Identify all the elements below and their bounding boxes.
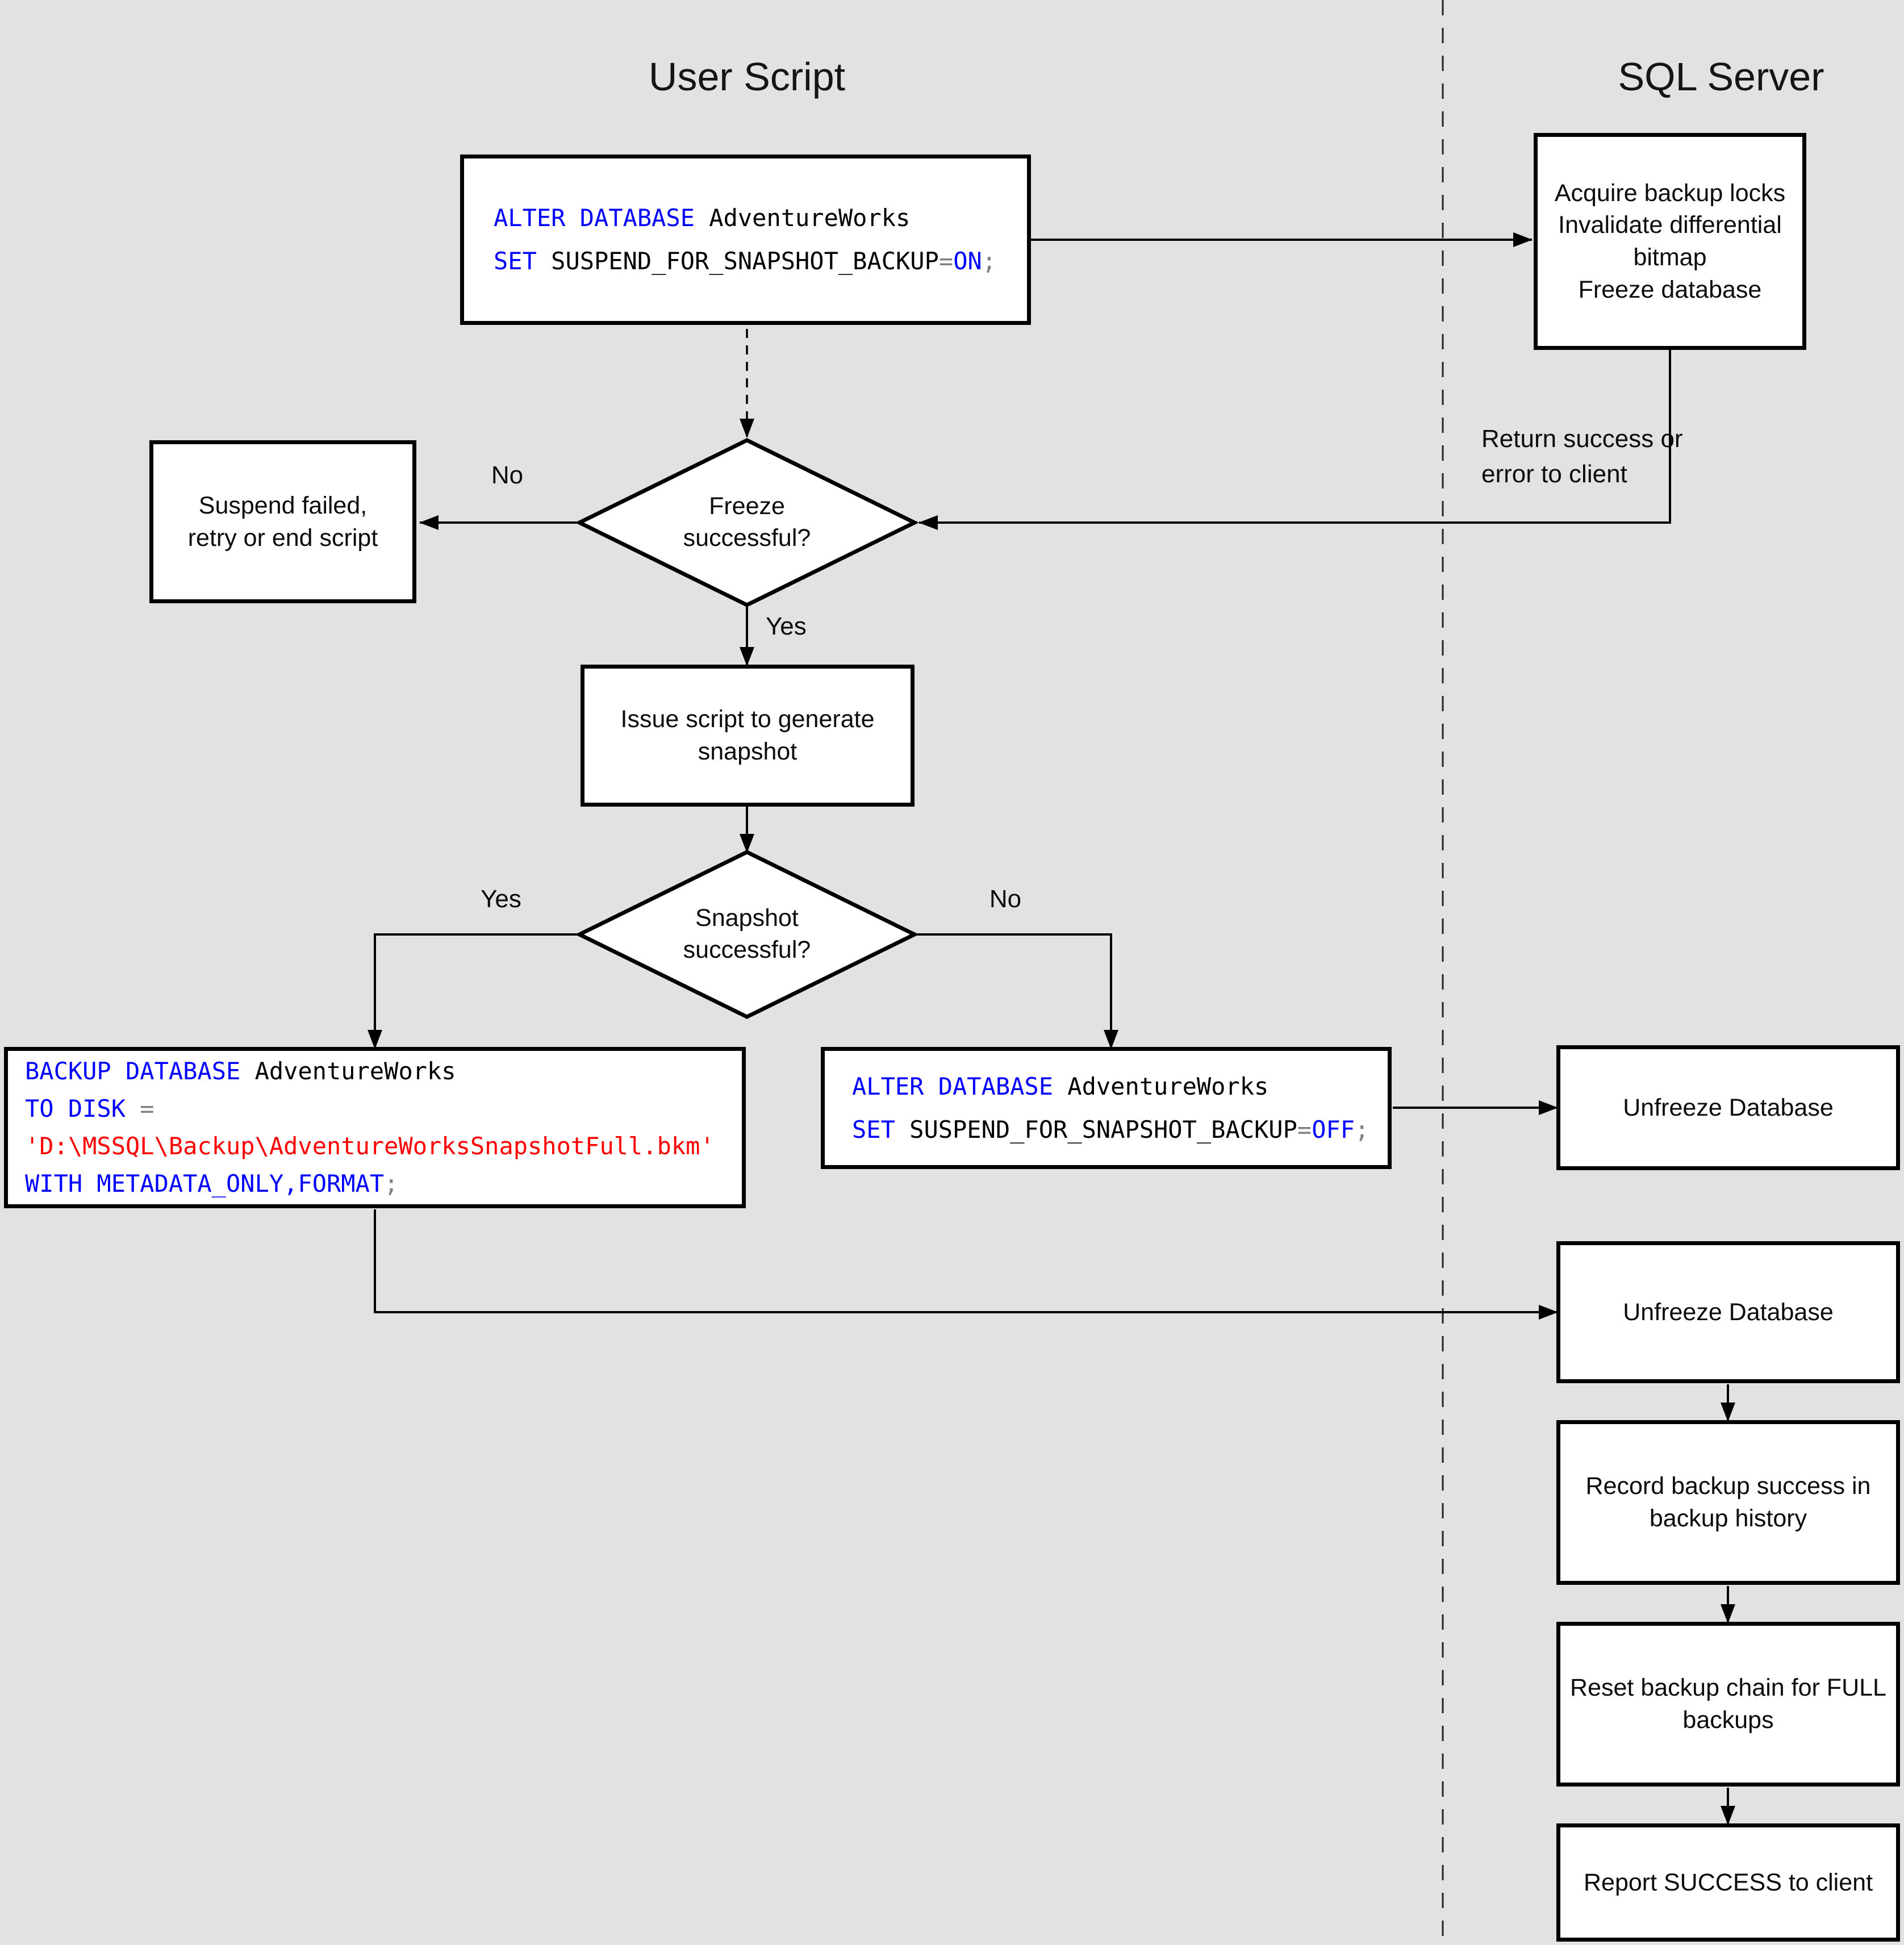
node-issue-script-label: Issue script to generate snapshot	[620, 706, 875, 765]
edge-snapshot-no-to-alter-off	[915, 933, 1118, 1049]
node-suspend-failed: Suspend failed, retry or end script	[149, 440, 416, 603]
sql-identifier: SUSPEND_FOR_SNAPSHOT_BACKUP	[909, 1115, 1297, 1143]
node-reset-chain-label: Reset backup chain for FULL backups	[1570, 1674, 1886, 1734]
sql-identifier: AdventureWorks	[254, 1057, 456, 1085]
sql-keyword: ALTER DATABASE	[852, 1072, 1068, 1100]
code-line: SET SUSPEND_FOR_SNAPSHOT_BACKUP=ON;	[494, 240, 996, 283]
node-report-success-label: Report SUCCESS to client	[1583, 1868, 1873, 1896]
code-line: ALTER DATABASE AdventureWorks	[494, 197, 996, 240]
sql-keyword: SET	[494, 247, 552, 275]
snapshot-decision-label: Snapshot successful?	[683, 904, 811, 963]
sql-operator: ;	[384, 1170, 399, 1197]
edge-label-return-note: Return success or error to client	[1481, 425, 1683, 488]
node-unfreeze-db-2: Unfreeze Database	[1556, 1241, 1900, 1383]
sql-keyword: ON	[953, 247, 982, 275]
lane-title-sql-server: SQL Server	[1618, 55, 1824, 99]
edge-label-freeze-yes: Yes	[766, 612, 807, 640]
node-unfreeze-db-2-label: Unfreeze Database	[1623, 1298, 1834, 1326]
sql-keyword: TO DISK	[25, 1095, 140, 1122]
node-unfreeze-db-1: Unfreeze Database	[1556, 1045, 1900, 1170]
sql-keyword: SET	[852, 1115, 910, 1143]
node-suspend-failed-label: Suspend failed, retry or end script	[187, 491, 378, 552]
sql-identifier: AdventureWorks	[1067, 1072, 1269, 1100]
node-acquire-freeze: Acquire backup locks Invalidate differen…	[1534, 133, 1806, 350]
node-record-history: Record backup success in backup history	[1556, 1420, 1900, 1585]
sql-string: 'D:\MSSQL\Backup\AdventureWorksSnapshotF…	[25, 1132, 715, 1160]
edge-backup-to-unfreeze2	[374, 1209, 1558, 1320]
code-line: SET SUSPEND_FOR_SNAPSHOT_BACKUP=OFF;	[852, 1108, 1369, 1151]
node-report-success: Report SUCCESS to client	[1556, 1823, 1900, 1942]
edge-label-freeze-no: No	[491, 461, 524, 489]
node-issue-script: Issue script to generate snapshot	[581, 665, 915, 807]
sql-operator: ;	[1355, 1115, 1369, 1143]
edge-snapshot-yes-to-backup	[368, 933, 579, 1049]
sql-keyword: ALTER DATABASE	[494, 204, 709, 232]
edge-label-snapshot-no: No	[989, 885, 1022, 913]
sql-identifier: SUSPEND_FOR_SNAPSHOT_BACKUP	[551, 247, 939, 275]
node-unfreeze-db-1-label: Unfreeze Database	[1623, 1093, 1834, 1121]
sql-operator: =	[140, 1095, 155, 1122]
snapshot-decision-diamond	[575, 850, 919, 1019]
code-line: ALTER DATABASE AdventureWorks	[852, 1065, 1369, 1108]
edge-acquire-to-freeze-decision	[918, 350, 1671, 530]
node-acquire-freeze-label: Acquire backup locks Invalidate differen…	[1554, 179, 1786, 303]
sql-keyword: BACKUP DATABASE	[25, 1057, 255, 1085]
sql-identifier: AdventureWorks	[709, 204, 911, 232]
sql-keyword: WITH METADATA_ONLY,FORMAT	[25, 1170, 385, 1197]
sql-operator: =	[1297, 1115, 1312, 1143]
code-line: WITH METADATA_ONLY,FORMAT;	[25, 1165, 715, 1203]
node-alter-on: ALTER DATABASE AdventureWorks SET SUSPEN…	[460, 155, 1031, 325]
sql-keyword: OFF	[1312, 1115, 1355, 1143]
node-backup-database: BACKUP DATABASE AdventureWorks TO DISK =…	[4, 1047, 746, 1208]
code-line: TO DISK =	[25, 1090, 715, 1128]
sql-operator: =	[938, 247, 954, 275]
code-line: BACKUP DATABASE AdventureWorks	[25, 1053, 715, 1090]
code-line: 'D:\MSSQL\Backup\AdventureWorksSnapshotF…	[25, 1128, 715, 1165]
node-reset-chain: Reset backup chain for FULL backups	[1556, 1622, 1900, 1787]
freeze-decision-label: Freeze successful?	[683, 492, 811, 552]
node-alter-off: ALTER DATABASE AdventureWorks SET SUSPEN…	[821, 1047, 1392, 1169]
sql-operator: ;	[982, 247, 997, 275]
edge-label-snapshot-yes: Yes	[481, 885, 521, 913]
freeze-decision-diamond	[575, 438, 919, 607]
node-record-history-label: Record backup success in backup history	[1585, 1472, 1871, 1532]
lane-title-user-script: User Script	[648, 55, 846, 99]
